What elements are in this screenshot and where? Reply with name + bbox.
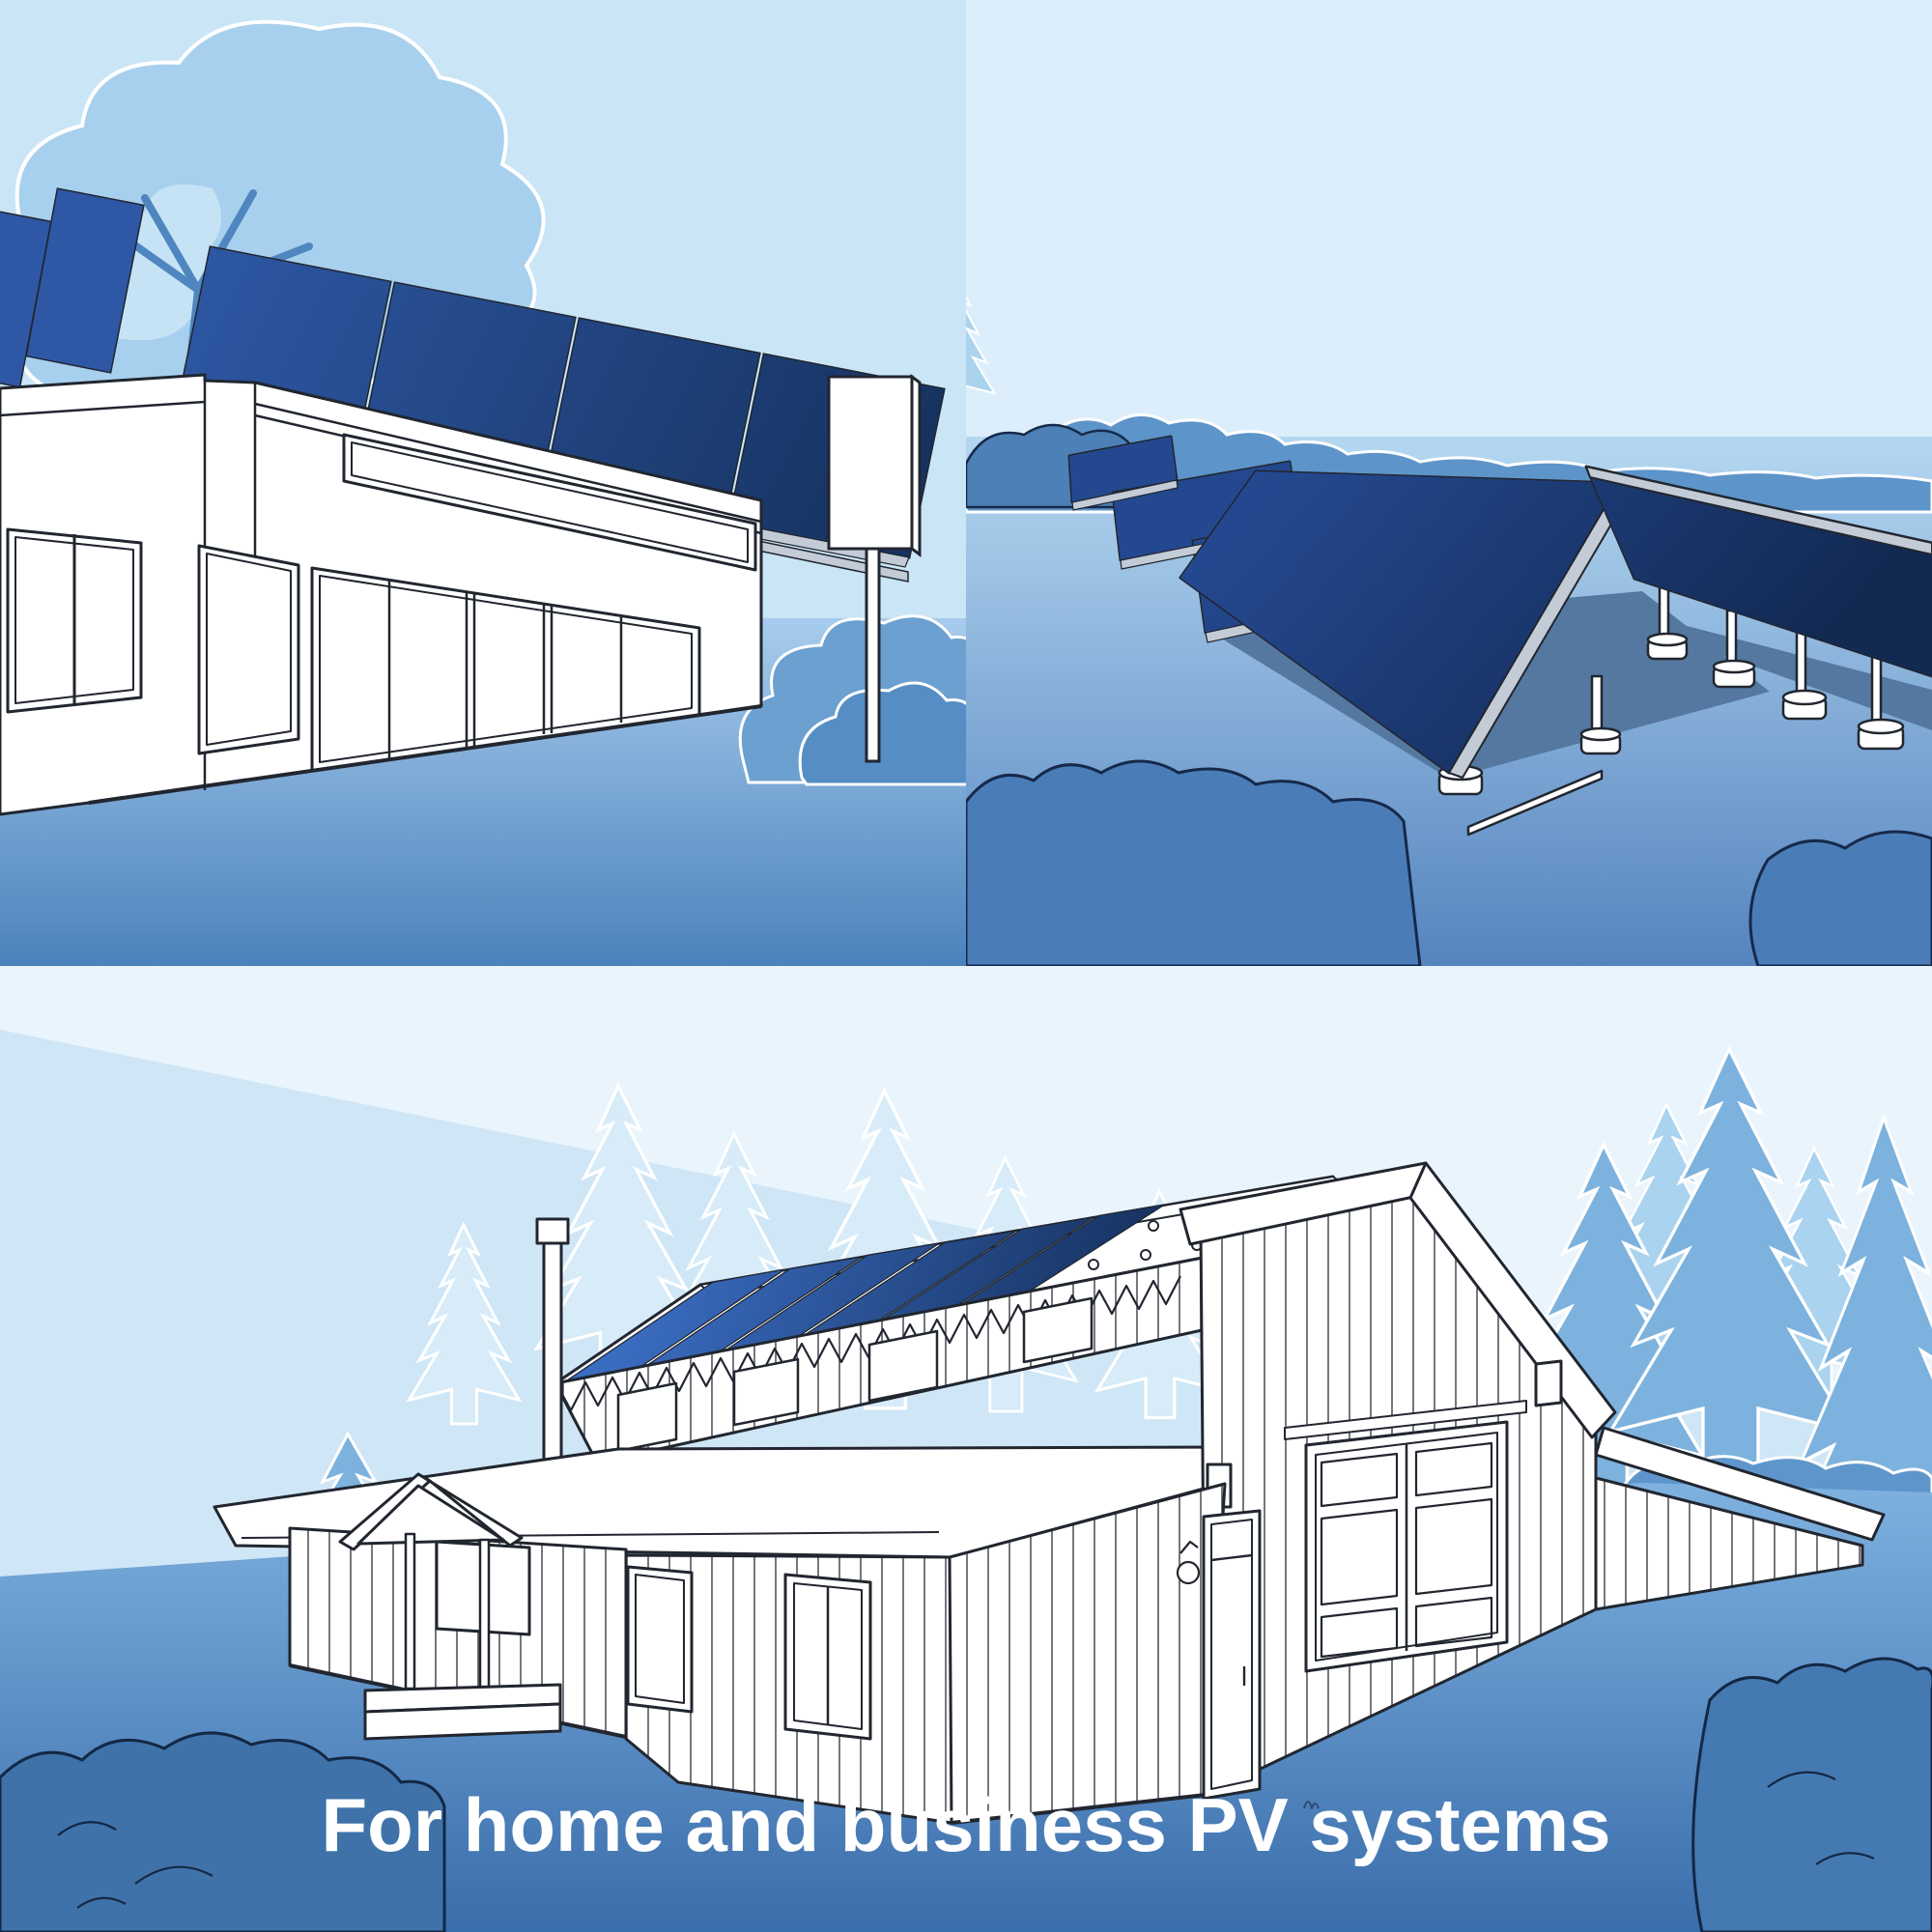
barn-home-scene: For home and business PV systems (0, 966, 1932, 1932)
clerestory-windows (616, 1296, 1094, 1453)
gable-roof-right (1408, 1161, 1617, 1439)
sign-board (827, 375, 914, 551)
sign-pole (865, 547, 881, 763)
solar-farm-scene (966, 0, 1932, 966)
blank-sign (827, 374, 922, 763)
crossbar (1466, 769, 1604, 837)
fascia-sign-panel (342, 433, 757, 572)
side-window (6, 527, 143, 714)
gable-window (1534, 1359, 1563, 1407)
wall-lamp (1176, 1540, 1201, 1585)
porch (338, 1472, 562, 1741)
bushes (738, 614, 966, 786)
storefront-building (0, 373, 763, 816)
door-track (1284, 1400, 1527, 1440)
porch-post (478, 1538, 491, 1696)
caption-text: For home and business PV systems (321, 1782, 1610, 1867)
clerestory-band (554, 1256, 1217, 1464)
barn-building (213, 1161, 1886, 1825)
porch-gable (356, 1484, 505, 1546)
entry-door (1202, 1509, 1262, 1801)
lean-to-wall (1594, 1476, 1864, 1611)
window (626, 1565, 694, 1714)
display-window (197, 544, 300, 755)
storefront-scene (0, 0, 966, 966)
foreground-bushes (0, 1657, 1932, 1932)
sliding-barn-door (1284, 1400, 1527, 1673)
window (783, 1573, 872, 1741)
building-base (88, 704, 762, 805)
solar-array-rows (1067, 435, 1932, 837)
foreground-bushes (966, 759, 1932, 966)
lean-to-roof (1594, 1426, 1886, 1542)
main-front-wall (624, 1553, 953, 1825)
grass-tuft (1303, 1801, 1320, 1809)
porch-post (404, 1532, 416, 1690)
vent-pipe (535, 1217, 570, 1509)
